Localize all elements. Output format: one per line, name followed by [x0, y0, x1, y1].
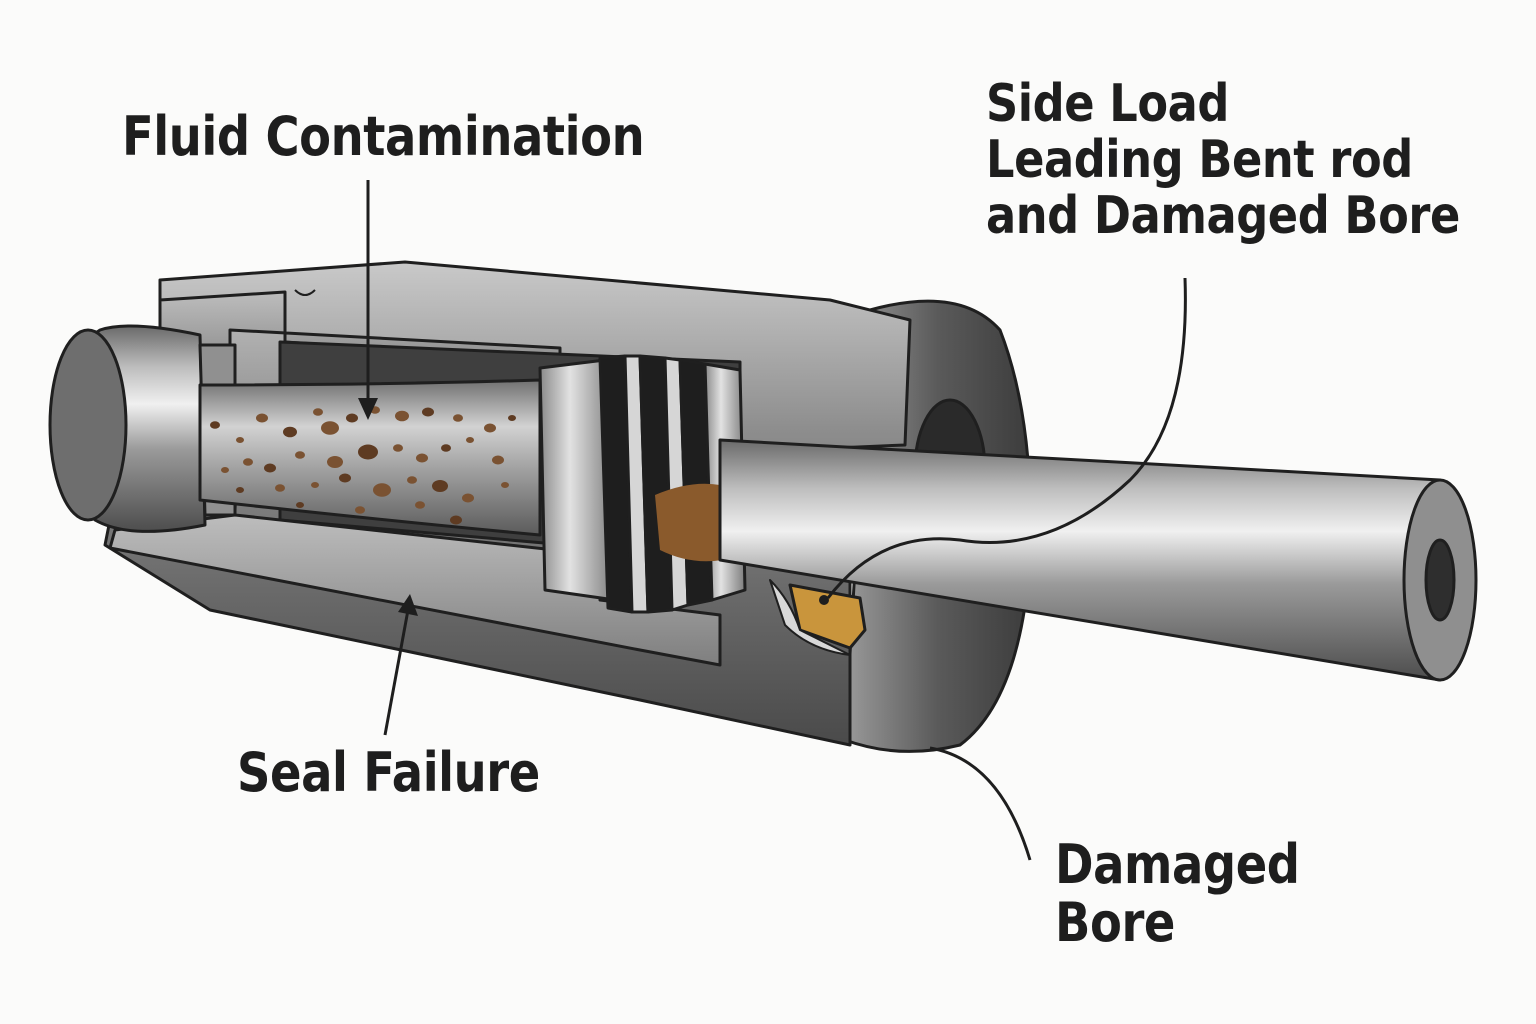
contamination-particle	[283, 426, 297, 438]
contamination-particle	[466, 437, 474, 443]
contamination-particle	[236, 487, 244, 493]
side-load-leader	[826, 277, 1187, 599]
side-load-label: Side Load Leading Bent rod and Damaged B…	[986, 74, 1460, 247]
side-load-leader-dot	[819, 595, 829, 605]
damaged-bore-scrape	[769, 579, 851, 656]
contamination-particle	[221, 467, 229, 473]
fluid-contamination-arrowhead	[358, 398, 378, 420]
damaged-bore-label: Damaged Bore	[1055, 833, 1300, 955]
contamination-particle	[275, 484, 285, 492]
contamination-particle	[441, 444, 451, 452]
contamination-particle	[422, 407, 434, 417]
side-load-label-line3: and Damaged Bore	[986, 186, 1460, 247]
contamination-particle	[501, 482, 509, 488]
contamination-particle	[236, 437, 244, 443]
contamination-particle	[393, 444, 403, 452]
front-gland-face	[48, 328, 128, 522]
contamination-particle	[313, 408, 323, 416]
contamination-particle	[210, 421, 220, 429]
contamination-particle	[416, 453, 428, 463]
seal-wear-residue	[655, 483, 722, 562]
seal-failure-leader	[383, 609, 410, 736]
contamination-particle	[256, 413, 268, 423]
contamination-particle	[462, 493, 474, 503]
contamination-particle	[484, 423, 496, 433]
fluid-contamination-label: Fluid Contamination	[122, 105, 645, 168]
damaged-bore-label-line2: Bore	[1055, 891, 1175, 955]
contamination-particle	[355, 506, 365, 514]
contamination-particles	[210, 406, 516, 525]
damaged-bore-label-line1: Damaged	[1055, 833, 1300, 896]
contamination-particle	[395, 410, 409, 422]
damaged-bore-leader	[929, 746, 1032, 861]
barrel-groove	[294, 289, 316, 296]
contamination-particle	[295, 451, 305, 459]
contamination-particle	[264, 463, 276, 473]
contamination-particle	[346, 413, 358, 423]
side-load-label-line1: Side Load	[986, 74, 1229, 134]
seal-failure-arrowhead	[398, 594, 418, 616]
rod-end-hole	[1424, 538, 1456, 622]
contamination-particle	[358, 444, 378, 460]
cylinder-assembly	[48, 260, 1478, 753]
leader-lines	[358, 180, 1187, 861]
contamination-particle	[432, 480, 448, 492]
contamination-particle	[450, 515, 462, 525]
contamination-particle	[508, 415, 516, 421]
contamination-particle	[327, 456, 343, 468]
side-load-label-line2: Leading Bent rod	[986, 130, 1413, 191]
contamination-particle	[373, 483, 391, 497]
contamination-particle	[311, 482, 319, 488]
contamination-particle	[243, 458, 253, 466]
contamination-particle	[407, 476, 417, 484]
contamination-particle	[339, 473, 351, 483]
contamination-particle	[453, 414, 463, 422]
contamination-particle	[296, 502, 304, 508]
contamination-particle	[492, 455, 504, 465]
contamination-particle	[321, 421, 339, 435]
contamination-particle	[415, 501, 425, 509]
seal-failure-label: Seal Failure	[237, 741, 540, 804]
